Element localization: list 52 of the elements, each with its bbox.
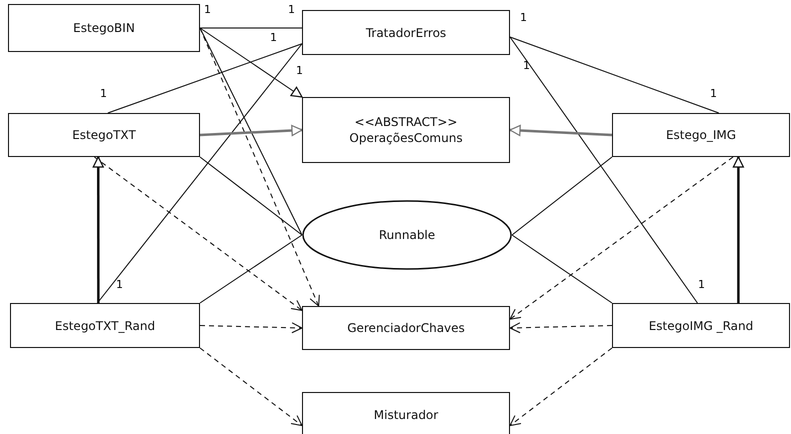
class-box (302, 306, 510, 350)
generalization-arrow (509, 124, 612, 136)
association-line (96, 43, 302, 304)
association-line (512, 234, 612, 304)
class-box (302, 10, 510, 55)
dependency-arrow (200, 322, 302, 334)
class-name: EstegoTXT (72, 127, 136, 143)
multiplicity-label: 1 (523, 60, 530, 72)
class-name: Runnable (378, 227, 436, 243)
stereotype-label: <<ABSTRACT>> (354, 114, 458, 130)
class-box (302, 392, 510, 434)
association-line (200, 156, 302, 236)
class-box (302, 97, 510, 163)
generalization-arrow (200, 28, 303, 98)
class-name: EstegoBIN (73, 20, 135, 36)
association-line (510, 36, 720, 114)
class-name: TratadorErros (366, 24, 446, 40)
class-box (612, 303, 790, 348)
association-line (512, 156, 612, 236)
dependency-arrow (510, 156, 734, 320)
class-name: EstegoTXT_Rand (54, 318, 156, 334)
multiplicity-label: 1 (204, 4, 211, 16)
class-name: EstegoIMG _Rand (648, 318, 754, 334)
generalization-arrow (92, 156, 104, 303)
class-box (612, 113, 790, 157)
multiplicity-label: 1 (698, 279, 705, 291)
class-box (8, 113, 200, 157)
association-line (107, 43, 302, 114)
class-box (8, 4, 200, 52)
class-box (10, 303, 200, 348)
association-line (200, 28, 302, 236)
multiplicity-label: 1 (288, 4, 295, 16)
class-name: GerenciadorChaves (347, 320, 465, 336)
class-name: Estego_IMG (666, 127, 736, 143)
dependency-arrow (510, 322, 612, 334)
interface-ellipse (302, 200, 512, 270)
dependency-arrow (510, 348, 612, 426)
class-name: Misturador (374, 407, 438, 423)
multiplicity-label: 1 (116, 279, 123, 291)
dependency-arrow (200, 28, 320, 306)
dependency-arrow (94, 156, 302, 311)
multiplicity-label: 1 (270, 32, 277, 44)
multiplicity-label: 1 (100, 88, 107, 100)
multiplicity-label: 1 (520, 12, 527, 24)
dependency-arrow (200, 348, 302, 426)
multiplicity-label: 1 (296, 65, 303, 77)
association-line (200, 234, 302, 304)
generalization-arrow (200, 124, 303, 136)
association-line (510, 36, 698, 304)
generalization-arrow (732, 156, 744, 303)
multiplicity-label: 1 (710, 88, 717, 100)
class-name: OperaçõesComuns (349, 130, 463, 146)
